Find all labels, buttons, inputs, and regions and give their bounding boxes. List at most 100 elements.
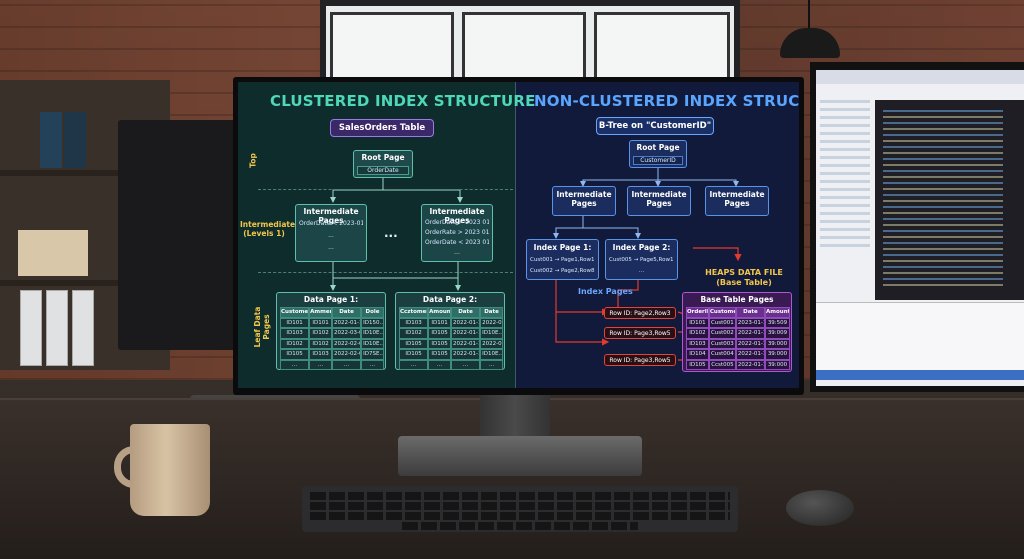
nonclustered-intermediate-2: Intermediate Pages ... (627, 186, 691, 216)
row-id-badge: Row ID: Page2,Row3 (604, 307, 676, 319)
index-page-2: Index Page 2: Cust005 → Page5,Row1... ..… (605, 239, 678, 280)
nonclustered-intermediate-3: Intermediate Pages ... (705, 186, 769, 216)
nonclustered-root-page: Root Page CustomerID (629, 140, 687, 168)
table-cell: ID105 (428, 328, 451, 339)
clustered-intermediate-left-title: Intermediate Pages (303, 207, 359, 225)
table-cell: 2022-01-15 (450, 328, 481, 339)
table-cell: ID102 (686, 328, 709, 339)
clustered-int-right-row: OrderRate > 2023 01 01 (425, 229, 489, 236)
table-header-cell: CustomerID (280, 307, 310, 318)
level-label-top: Top (248, 153, 258, 168)
table-cell: 2022-01-10 (735, 328, 766, 339)
computer-mouse[interactable] (786, 490, 854, 526)
clustered-int-right-row: OrderDate > 2023 01 01 (425, 219, 489, 226)
table-cell: ID105 (686, 359, 709, 370)
table-cell: ID10E... (361, 338, 384, 349)
panel-divider (515, 82, 516, 388)
table-cell: 2022-01-13 (735, 349, 766, 360)
clustered-int-left-row: ... (328, 232, 334, 239)
btree-label-text: B-Tree on "CustomerID" (598, 121, 712, 131)
index-page-2-row: ... (638, 268, 645, 274)
nonclustered-int-title: Intermediate Pages (631, 190, 687, 208)
clustered-int-right-row: OrderDate < 2023 01 01 (425, 239, 489, 246)
row-id-text: Row ID: Page3,Row5 (609, 330, 671, 337)
nonclustered-int-title: Intermediate Pages (709, 190, 765, 208)
clustered-int-left-row: ... (328, 244, 334, 251)
table-cell: ... (361, 359, 384, 370)
table-header-cell: Date (331, 307, 362, 318)
table-cell: ID150... (361, 317, 384, 328)
salesorders-table-label: SalesOrders Table (330, 119, 434, 137)
nonclustered-title: NON-CLUSTERED INDEX STRUCTURE (534, 92, 799, 110)
table-cell: ID105 (428, 349, 451, 360)
table-cell: 2022-01-15 (735, 338, 766, 349)
heaps-sublabel: (Base Table) (716, 278, 772, 287)
data-page-1-table: CustomerIDAmmentDateDoleID101ID1012022-0… (280, 307, 384, 370)
table-cell: Cust002 (708, 328, 736, 339)
monitor-stand-neck (480, 392, 550, 442)
pendant-lamp (770, 0, 850, 62)
table-cell: ... (280, 359, 310, 370)
table-cell: ID105 (428, 338, 451, 349)
data-page-2-title: Data Page 2: (422, 295, 478, 304)
table-cell: ID102 (399, 328, 429, 339)
base-table-pages: Base Table Pages OrderIDCustomerIDDateAm… (682, 292, 792, 372)
table-cell: ID101 (428, 317, 451, 328)
table-cell: ID104 (686, 349, 709, 360)
table-cell: 2022-0... (480, 317, 503, 328)
table-header-cell: Amount (428, 307, 451, 318)
table-cell: ID102 (309, 338, 332, 349)
data-page-1-title: Data Page 1: (303, 295, 359, 304)
table-cell: ID101 (686, 317, 709, 328)
table-cell: 2022-01-15 (735, 359, 766, 370)
level-divider-1 (258, 189, 513, 190)
table-cell: ID101 (280, 317, 310, 328)
table-cell: 2022-02-03 (331, 338, 362, 349)
table-cell: Cust003 (708, 338, 736, 349)
heaps-label: HEAPS DATA FILE (705, 268, 783, 277)
data-page-1: Data Page 1: CustomerIDAmmentDateDoleID1… (276, 292, 386, 370)
table-cell: ID105 (399, 338, 429, 349)
index-page-1-row: Cust002 → Page2,Row8... (530, 268, 595, 274)
table-cell: ID10E... (361, 328, 384, 339)
table-cell: ID103 (399, 317, 429, 328)
table-header-cell: Amment (309, 307, 332, 318)
index-page-1-title: Index Page 1: (533, 243, 592, 252)
clustered-int-right-row: ... (454, 249, 460, 256)
level-divider-2 (258, 272, 513, 273)
main-monitor-screen: CLUSTERED INDEX STRUCTURE SalesOrders Ta… (238, 82, 799, 388)
table-cell: ... (331, 359, 362, 370)
table-cell: ID101 (309, 317, 332, 328)
clustered-intermediate-right: Intermediate Pages OrderDate > 2023 01 0… (421, 204, 493, 262)
row-id-badge: Row ID: Page3,Row5 (604, 354, 676, 366)
table-cell: ID10E... (480, 328, 503, 339)
monitor-stand-base (398, 436, 642, 476)
table-header-cell: Date (735, 307, 766, 318)
coffee-mug (130, 424, 210, 516)
table-cell: ID102 (280, 338, 310, 349)
table-cell: 2022-01-16 (331, 317, 362, 328)
clustered-title: CLUSTERED INDEX STRUCTURE (270, 92, 536, 110)
row-id-text: Row ID: Page3,Row5 (609, 357, 671, 364)
nonclustered-int-body: ... (656, 203, 662, 210)
index-page-2-title: Index Page 2: (612, 243, 671, 252)
table-cell: 2022-01-15 (450, 349, 481, 360)
index-page-1: Index Page 1: Cust001 → Page1,Row1; Cust… (526, 239, 599, 280)
base-table-title: Base Table Pages (700, 295, 774, 304)
nonclustered-root-title: Root Page (636, 143, 680, 152)
table-cell: 2022-0... (480, 338, 503, 349)
table-cell: 39:509 (765, 317, 790, 328)
table-cell: ... (399, 359, 429, 370)
data-page-2: Data Page 2: CcztomerIDAmountDateDateID1… (395, 292, 505, 370)
mug-handle (114, 446, 144, 488)
level-label-intermediate: Intermediate (Levels 1) (240, 220, 296, 238)
table-cell: ... (428, 359, 451, 370)
table-cell: 2023-01-10 (735, 317, 766, 328)
table-cell: ID103 (280, 328, 310, 339)
left-monitor-back (118, 120, 238, 350)
table-cell: 2022-01-15 (450, 338, 481, 349)
keyboard[interactable] (302, 486, 738, 532)
table-header-cell: Amount (765, 307, 790, 318)
row-id-text: Row ID: Page2,Row3 (609, 310, 671, 317)
salesorders-table-text: SalesOrders Table (338, 123, 426, 133)
